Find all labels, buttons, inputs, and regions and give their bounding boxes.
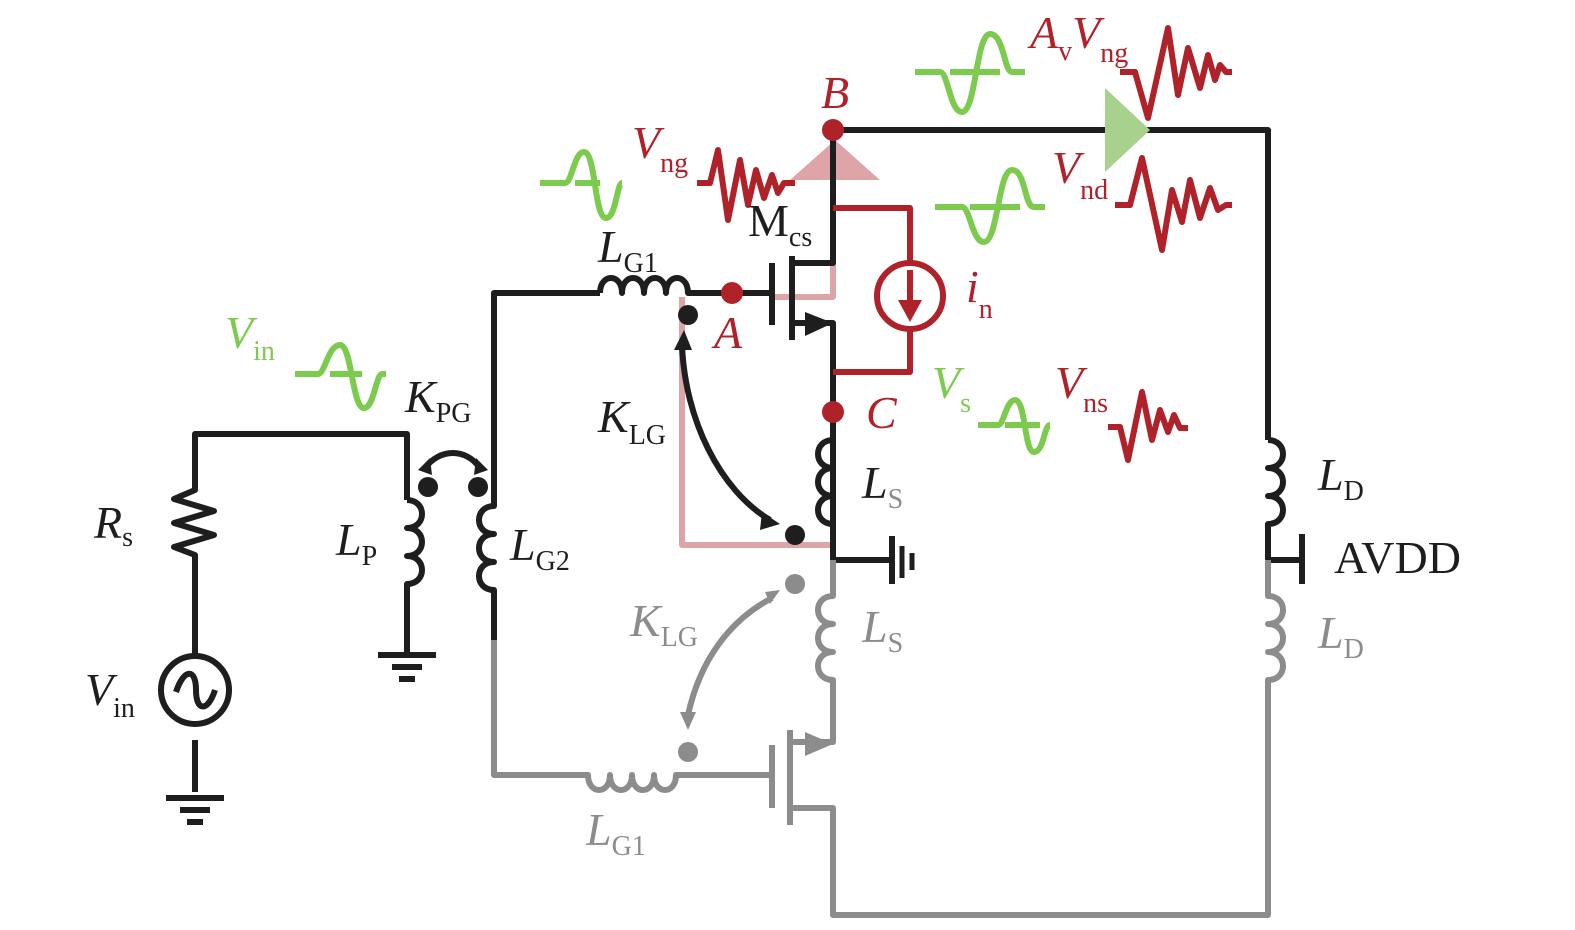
waveform-vnd-noise [1115, 155, 1232, 253]
inductor-ls [815, 437, 892, 563]
wire-output [833, 127, 1271, 440]
coupling-arrow-kpg [422, 450, 483, 470]
inductor-ld [1265, 437, 1302, 563]
inductor-lg2 [476, 290, 600, 640]
waveform-vnd-signal [935, 167, 1045, 245]
waveform-avvng-noise [1120, 25, 1232, 121]
vns-label: Vns [1055, 357, 1108, 419]
arrowhead-icon [418, 458, 488, 475]
waveform-vin-signal [295, 342, 386, 411]
vng-label: Vng [632, 117, 688, 179]
resistor-rs [171, 431, 410, 656]
node-a [721, 282, 743, 304]
klg-label: KLG [597, 391, 666, 451]
ls-label: LS [861, 457, 903, 515]
dot-marker-lg2 [468, 477, 488, 497]
avdd-label: AVDD [1334, 532, 1461, 583]
ld-mirror-label: LD [1317, 607, 1364, 665]
coupling-arrow-klg [679, 344, 772, 523]
ground-icon [889, 536, 915, 584]
ground-icon [166, 795, 224, 825]
dot-marker-lp [418, 477, 438, 497]
output-arrow-icon [1105, 88, 1150, 172]
ground-icon [378, 652, 436, 682]
avvng-label: AvVng [1027, 7, 1128, 69]
arrow-down-icon [898, 300, 922, 322]
vin-wave-label: Vin [225, 307, 275, 367]
inductor-lp [404, 497, 425, 655]
waveform-vng-signal [540, 149, 625, 221]
lg2-label: LG2 [509, 519, 570, 577]
vin-source-label: Vin [85, 664, 135, 724]
inductor-lg1 [597, 275, 770, 296]
klg-mirror-label: KLG [629, 595, 698, 653]
waveform-vns-noise [1108, 389, 1188, 463]
arrowhead-icon [674, 330, 780, 530]
kpg-label: KPG [404, 371, 471, 429]
lg1-mirror-label: LG1 [585, 804, 646, 862]
ls-mirror-label: LS [861, 601, 903, 659]
lp-label: LP [335, 514, 377, 572]
dot-marker-ls [785, 525, 805, 545]
vnd-label: Vnd [1052, 142, 1108, 206]
node-c [822, 401, 844, 423]
node-a-label: A [711, 307, 743, 358]
node-b-label: B [821, 67, 849, 118]
noise-path [679, 297, 830, 548]
dot-marker-lg1 [678, 305, 698, 325]
ld-label: LD [1317, 449, 1364, 507]
source-branch [158, 431, 410, 825]
node-b [822, 119, 844, 141]
mirror-circuit [491, 560, 1286, 918]
waveform-avvng-signal [915, 31, 1025, 115]
in-label: in [966, 261, 993, 325]
node-c-label: C [866, 387, 898, 438]
lg1-label: LG1 [597, 221, 658, 279]
waveform-vng-noise [697, 147, 795, 223]
transistor-mcs [769, 130, 836, 560]
waveform-vs-signal [978, 397, 1052, 455]
noise-current-source [833, 205, 946, 375]
sine-glyph-icon [173, 670, 218, 710]
mcs-label: Mcs [748, 195, 812, 253]
rs-label: Rs [93, 497, 133, 553]
vs-label: Vs [932, 357, 971, 419]
